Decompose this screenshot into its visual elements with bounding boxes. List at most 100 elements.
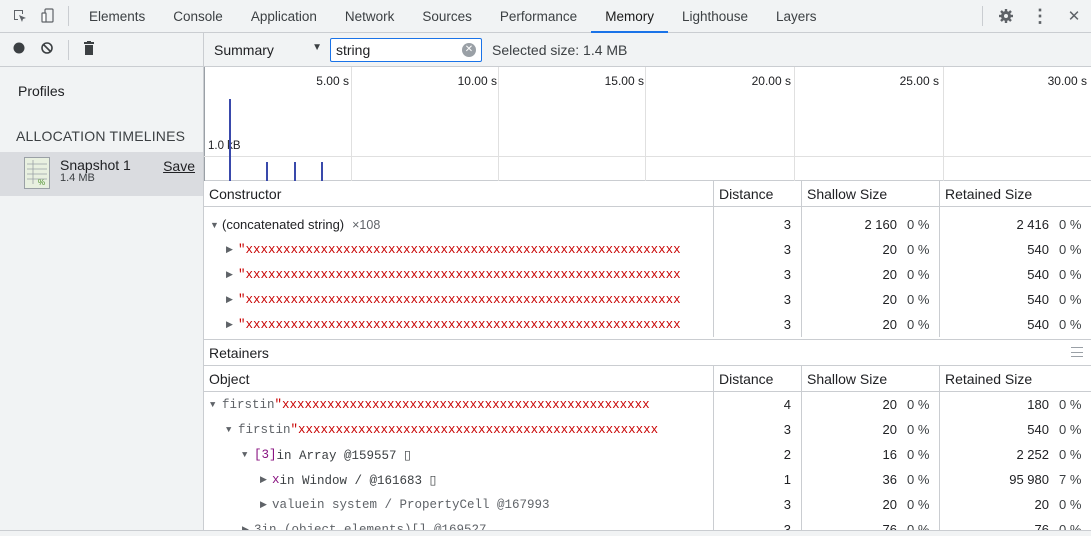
device-toggle-icon[interactable] xyxy=(34,0,62,32)
table-row[interactable]: ▶"xxxxxxxxxxxxxxxxxxxxxxxxxxxxxxxxxxxxxx… xyxy=(204,237,1091,262)
collapsed-triangle-icon[interactable]: ▶ xyxy=(226,269,233,279)
collapsed-triangle-icon[interactable]: ▶ xyxy=(260,499,267,510)
drag-handle-icon[interactable] xyxy=(1071,347,1083,357)
right-toolbar: ⋮ ✕ xyxy=(976,0,1091,32)
timeline-scale-label: 1.0 kB xyxy=(208,140,241,152)
clear-icon[interactable] xyxy=(40,41,54,58)
retainer-property: first xyxy=(222,397,260,412)
snapshot-item[interactable]: % Snapshot 1 1.4 MB Save xyxy=(0,152,203,196)
collapsed-triangle-icon[interactable]: ▶ xyxy=(226,244,233,254)
save-link[interactable]: Save xyxy=(163,158,195,174)
tab-lighthouse[interactable]: Lighthouse xyxy=(681,8,749,24)
shallow-pct-cell: 0 % xyxy=(907,497,930,512)
tab-elements[interactable]: Elements xyxy=(89,8,146,24)
shallow-pct-cell: 0 % xyxy=(907,267,930,282)
selected-size-label: Selected size: 1.4 MB xyxy=(492,41,628,58)
retainer-target: "xxxxxxxxxxxxxxxxxxxxxxxxxxxxxxxxxxxxxxx… xyxy=(290,422,659,437)
column-distance[interactable]: Distance xyxy=(714,366,802,391)
column-shallow-size[interactable]: Shallow Size xyxy=(802,181,940,206)
tab-sources[interactable]: Sources xyxy=(422,8,472,24)
snapshot-icon: % xyxy=(24,157,50,189)
constructor-name: (concatenated string) xyxy=(222,217,345,232)
column-constructor[interactable]: Constructor xyxy=(204,181,714,206)
column-retained-size[interactable]: Retained Size xyxy=(945,370,1033,387)
table-row[interactable]: ▼ first in "xxxxxxxxxxxxxxxxxxxxxxxxxxxxx… xyxy=(204,392,1091,417)
shallow-pct-cell: 0 % xyxy=(907,447,930,462)
collapsed-triangle-icon[interactable]: ▶ xyxy=(226,319,233,329)
retained-size-cell: 180 xyxy=(1027,397,1049,412)
column-distance[interactable]: Distance xyxy=(714,181,802,206)
timeline-grid-line xyxy=(794,67,795,181)
column-object[interactable]: Object xyxy=(204,366,714,391)
toolbar-divider xyxy=(68,6,69,26)
distance-cell: 3 xyxy=(714,492,802,517)
timeline-tick: 5.00 s xyxy=(316,74,349,88)
retainer-property: value xyxy=(272,497,310,512)
retainer-context: in Window / @161683 ▯ xyxy=(279,473,437,488)
tab-network[interactable]: Network xyxy=(344,8,395,24)
inspect-element-icon[interactable] xyxy=(6,0,34,32)
retainer-target: "xxxxxxxxxxxxxxxxxxxxxxxxxxxxxxxxxxxxxxx… xyxy=(274,397,650,412)
tab-console[interactable]: Console xyxy=(173,8,223,24)
shallow-pct-cell: 0 % xyxy=(907,242,930,257)
table-row[interactable]: ▶value in system / PropertyCell @167993 … xyxy=(204,492,1091,517)
allocation-timeline[interactable]: 5.00 s 10.00 s 15.00 s 20.00 s 25.00 s 3… xyxy=(204,67,1091,181)
collapsed-triangle-icon[interactable]: ▶ xyxy=(242,525,251,535)
shallow-pct-cell: 0 % xyxy=(907,217,930,232)
close-icon[interactable]: ✕ xyxy=(1067,8,1081,25)
timeline-grid-line xyxy=(351,67,352,181)
record-icon[interactable] xyxy=(12,41,26,58)
table-row[interactable]: ▶"xxxxxxxxxxxxxxxxxxxxxxxxxxxxxxxxxxxxxx… xyxy=(204,262,1091,287)
tab-layers[interactable]: Layers xyxy=(776,8,817,24)
retained-size-cell: 2 416 xyxy=(1016,217,1049,232)
table-row[interactable]: ▶"xxxxxxxxxxxxxxxxxxxxxxxxxxxxxxxxxxxxxx… xyxy=(204,287,1091,312)
tab-memory[interactable]: Memory xyxy=(591,0,668,33)
shallow-size-cell: 36 xyxy=(882,472,897,487)
allocation-bar xyxy=(294,162,296,181)
clear-filter-icon[interactable]: ✕ xyxy=(462,42,476,57)
shallow-size-cell: 20 xyxy=(882,292,897,307)
retainers-header[interactable]: Retainers xyxy=(204,339,1091,366)
distance-cell: 3 xyxy=(714,417,802,442)
distance-cell: 4 xyxy=(714,392,802,417)
expanded-triangle-icon[interactable]: ▼ xyxy=(242,449,248,460)
distance-cell: 3 xyxy=(714,312,802,337)
expanded-triangle-icon[interactable]: ▼ xyxy=(210,219,219,230)
retained-size-cell: 2 252 xyxy=(1016,447,1049,462)
shallow-pct-cell: 0 % xyxy=(907,397,930,412)
retainer-context: in xyxy=(259,397,275,412)
collapsed-triangle-icon[interactable]: ▶ xyxy=(226,294,233,304)
expanded-triangle-icon[interactable]: ▼ xyxy=(226,424,232,435)
gear-icon[interactable] xyxy=(989,0,1023,32)
distance-cell: 2 xyxy=(714,442,802,467)
timeline-grid-line xyxy=(645,67,646,181)
table-scroll-edge xyxy=(204,207,1091,212)
retained-pct-cell: 7 % xyxy=(1059,472,1082,487)
shallow-pct-cell: 0 % xyxy=(907,317,930,332)
timeline-baseline xyxy=(204,156,1091,157)
table-row[interactable]: ▼first in "xxxxxxxxxxxxxxxxxxxxxxxxxxxxx… xyxy=(204,417,1091,442)
timeline-grid-line xyxy=(204,67,205,181)
toolbar-divider xyxy=(68,39,69,60)
collapsed-triangle-icon[interactable]: ▶ xyxy=(260,474,267,485)
kebab-menu-icon[interactable]: ⋮ xyxy=(1031,5,1049,26)
expanded-triangle-icon[interactable]: ▼ xyxy=(210,399,216,410)
shallow-size-cell: 2 160 xyxy=(864,217,897,232)
class-filter-input[interactable] xyxy=(336,41,456,58)
tab-application[interactable]: Application xyxy=(250,8,317,24)
shallow-pct-cell: 0 % xyxy=(907,422,930,437)
trash-icon[interactable] xyxy=(83,41,95,58)
string-value: "xxxxxxxxxxxxxxxxxxxxxxxxxxxxxxxxxxxxxxx… xyxy=(238,317,681,332)
table-row[interactable]: ▶ "xxxxxxxxxxxxxxxxxxxxxxxxxxxxxxxxxxxxxx… xyxy=(204,312,1091,337)
tab-performance[interactable]: Performance xyxy=(499,8,578,24)
retained-pct-cell: 0 % xyxy=(1059,267,1082,282)
view-select[interactable]: Summary ▼ xyxy=(214,42,330,58)
main-panel: Summary ▼ ✕ Selected size: 1.4 MB 5.00 s… xyxy=(204,33,1091,536)
retained-pct-cell: 0 % xyxy=(1059,397,1082,412)
column-retained-size[interactable]: Retained Size xyxy=(945,185,1033,202)
column-shallow-size[interactable]: Shallow Size xyxy=(802,366,940,391)
distance-cell: 3 xyxy=(714,517,802,536)
